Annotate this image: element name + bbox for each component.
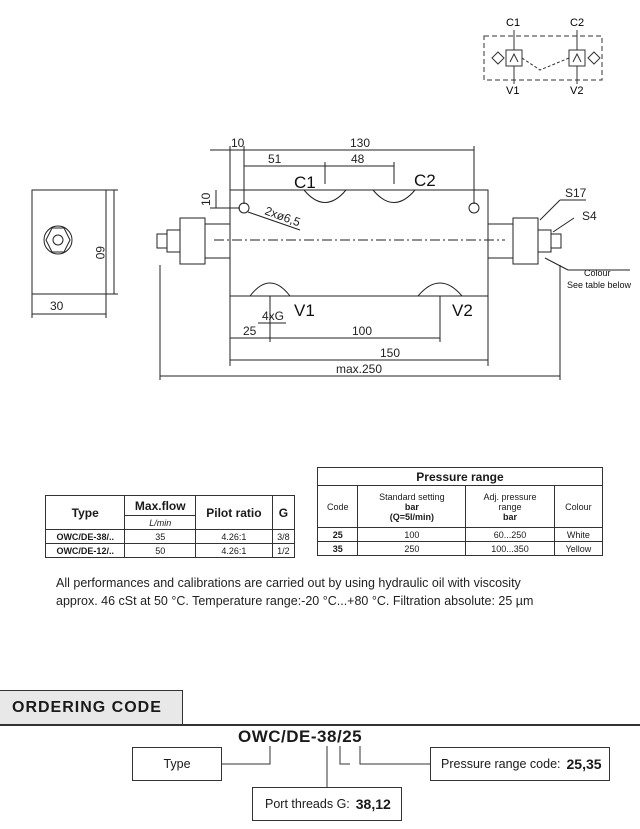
port-label-c1: C1 — [294, 173, 316, 192]
dim-100: 100 — [352, 324, 372, 338]
table-row: OWC/DE-38/.. 35 4.26:1 3/8 — [44, 529, 296, 544]
col-adj-range: Adj. pressure range bar — [465, 485, 555, 528]
ordering-code-title: ORDERING CODE — [0, 690, 183, 726]
col-max-flow: Max.flow — [124, 495, 197, 516]
dim-10-top: 10 — [231, 136, 245, 150]
pressure-code-box: Pressure range code: 25,35 — [430, 747, 610, 781]
col-code: Code — [316, 485, 359, 528]
cell-range: 100...350 — [465, 541, 555, 556]
col-g: G — [271, 495, 296, 530]
col-pilot-ratio: Pilot ratio — [195, 495, 273, 530]
pressure-table: Pressure range Code Standard setting bar… — [316, 467, 604, 556]
col-type: Type — [44, 495, 126, 530]
header-line: bar — [503, 511, 518, 522]
schematic-label-v2: V2 — [570, 85, 583, 97]
code-pressure: /25 — [336, 727, 363, 746]
colour-note: Colour — [584, 268, 611, 278]
table-row: 25 100 60...250 White — [316, 527, 604, 542]
code-type: OWC/DE- — [238, 727, 318, 746]
cell-ratio: 4.26:1 — [195, 529, 273, 544]
dim-side-height: 60 — [93, 246, 107, 260]
cell-code: 35 — [316, 541, 359, 556]
pressure-code-label: Pressure range code: — [441, 757, 561, 771]
cell-g: 1/2 — [271, 543, 296, 558]
ordering-code-example: OWC/DE-38/25 — [238, 727, 362, 747]
performance-notes: All performances and calibrations are ca… — [56, 574, 596, 610]
cell-standard: 100 — [357, 527, 467, 542]
table-row: OWC/DE-12/.. 50 4.26:1 1/2 — [44, 543, 296, 558]
header-line: Standard setting — [379, 491, 445, 502]
hydraulic-schematic: C1 C2 V1 V2 — [483, 17, 603, 97]
spec-table: Type Max.flow Pilot ratio G L/min OWC/DE… — [44, 495, 296, 558]
wrench-s17: S17 — [565, 186, 587, 200]
port-threads-box: Port threads G: 38,12 — [252, 787, 402, 821]
dim-hole: 2xø6,5 — [263, 204, 303, 230]
cell-g: 3/8 — [271, 529, 296, 544]
header-line: (Q=5l/min) — [389, 511, 434, 522]
type-box: Type — [132, 747, 222, 781]
unit-lmin: L/min — [124, 515, 197, 530]
pressure-code-value: 25,35 — [566, 756, 602, 772]
col-standard-setting: Standard setting bar (Q=5l/min) — [357, 485, 467, 528]
schematic-label-v1: V1 — [506, 85, 519, 97]
ordering-connectors — [222, 746, 430, 788]
table-row: 35 250 100...350 Yellow — [316, 541, 604, 556]
cell-code: 25 — [316, 527, 359, 542]
header-line: bar — [404, 501, 419, 512]
dim-max-250: max.250 — [336, 362, 382, 376]
header-line: range — [498, 501, 522, 512]
technical-drawing: 60 30 C1 C2 V1 V2 10 130 51 48 10 2xø6,5 — [31, 136, 632, 380]
dim-150: 150 — [380, 346, 400, 360]
schematic-label-c2: C2 — [570, 17, 584, 29]
port-label-v1: V1 — [294, 301, 315, 320]
cell-ratio: 4.26:1 — [195, 543, 273, 558]
type-label: Type — [163, 757, 191, 771]
header-line: Adj. pressure — [483, 491, 537, 502]
dim-side-width: 30 — [50, 299, 64, 313]
cell-colour: Yellow — [553, 541, 604, 556]
colour-note-ref: See table below — [567, 280, 632, 290]
cell-flow: 50 — [124, 543, 197, 558]
dim-130: 130 — [350, 136, 370, 150]
cell-standard: 250 — [357, 541, 467, 556]
port-threads-label: Port threads G: — [265, 797, 350, 811]
schematic-label-c1: C1 — [506, 17, 520, 29]
cell-range: 60...250 — [465, 527, 555, 542]
cell-type: OWC/DE-12/.. — [44, 543, 126, 558]
cell-colour: White — [553, 527, 604, 542]
ordering-code-divider — [0, 724, 640, 726]
dim-25: 25 — [243, 324, 257, 338]
cell-type: OWC/DE-38/.. — [44, 529, 126, 544]
code-thread: 38 — [317, 727, 337, 746]
note-line: approx. 46 cSt at 50 °C. Temperature ran… — [56, 594, 534, 608]
wrench-s4: S4 — [582, 209, 597, 223]
pressure-title: Pressure range — [317, 467, 603, 486]
cell-flow: 35 — [124, 529, 197, 544]
port-threads-value: 38,12 — [355, 796, 391, 812]
dim-48: 48 — [351, 152, 365, 166]
dim-51: 51 — [268, 152, 282, 166]
port-label-c2: C2 — [414, 171, 436, 190]
dim-thread: 4xG — [262, 309, 284, 323]
port-label-v2: V2 — [452, 301, 473, 320]
dim-10-left: 10 — [199, 192, 213, 206]
col-colour: Colour — [553, 485, 604, 528]
note-line: All performances and calibrations are ca… — [56, 576, 521, 590]
